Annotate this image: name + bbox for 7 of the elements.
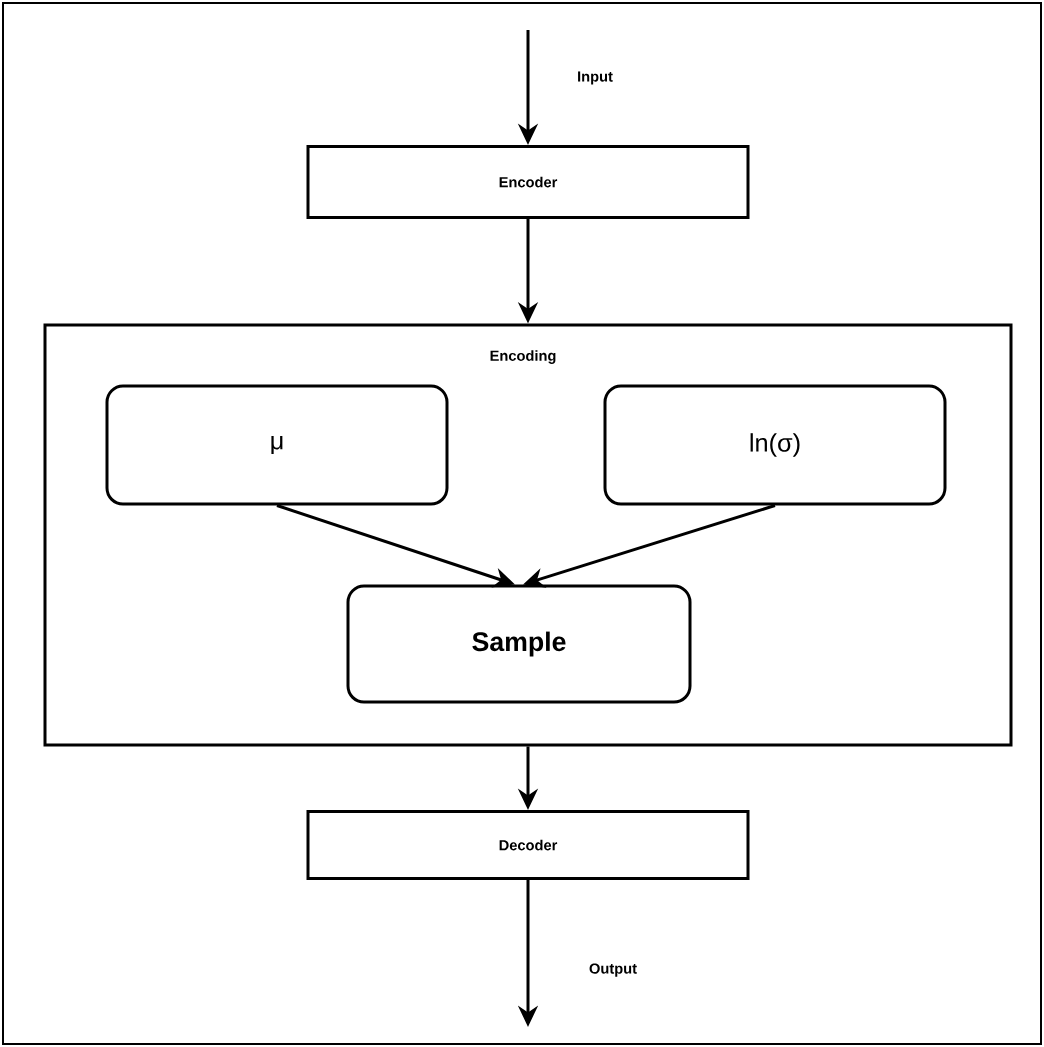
encoder-box: Encoder [306, 145, 750, 219]
edge-label: Output [587, 962, 639, 978]
process-box: μ [105, 384, 449, 506]
edge-label: Input [575, 70, 615, 86]
process-box: ln(σ) [603, 384, 947, 506]
decoder-box: Decoder [306, 810, 750, 880]
process-box: Sample [346, 584, 692, 704]
